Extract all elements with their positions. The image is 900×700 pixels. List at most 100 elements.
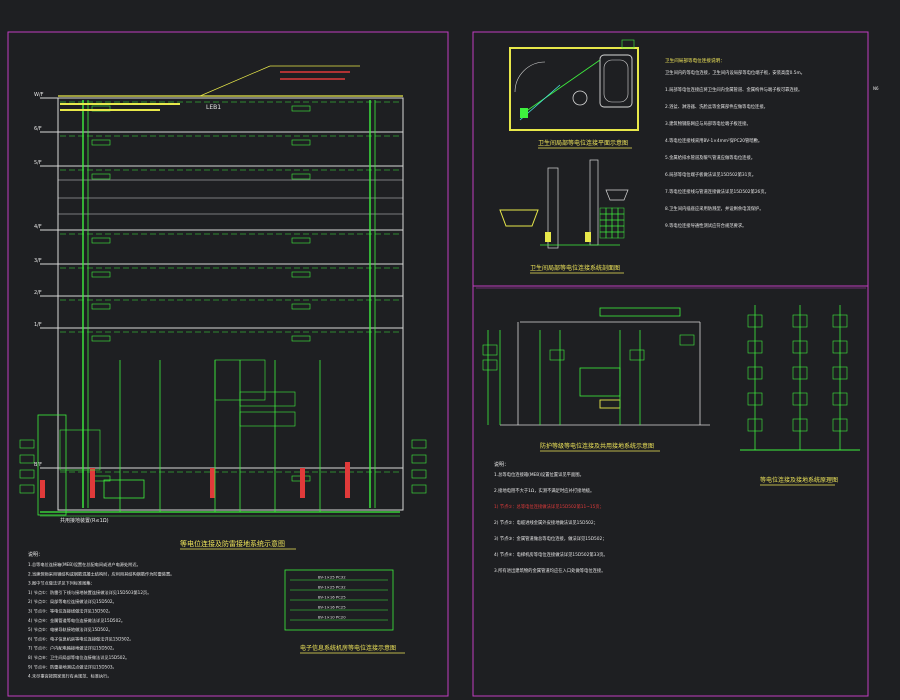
- right-top-note-line: 4.等电位连接线采用BV-1×4mm²穿PC20管暗敷。: [665, 137, 762, 144]
- prot-node: [482, 344, 498, 356]
- floor-tag-left: [91, 335, 111, 342]
- schematic-node: [747, 392, 763, 406]
- tile-grid: [599, 207, 625, 239]
- schematic-node: [792, 366, 808, 380]
- right-top-note-line: 2.浴盆、淋浴器、洗脸盆等金属部件应做等电位连接。: [665, 103, 768, 110]
- right-bottom-note-line: 1) 节点①：总等电位连接做法详见15D502第11~15页；: [494, 503, 604, 510]
- right-bottom-note-line: 1.总等电位连接箱(MEB)设置位置详见平面图。: [494, 471, 584, 478]
- prot-yellow-box: [599, 399, 621, 409]
- floor-label: W/F: [34, 92, 44, 98]
- tile: [599, 213, 607, 221]
- red-bar-1: [90, 468, 95, 498]
- plan-meb: [520, 108, 528, 118]
- left-note-line: 3.图中节点做法详见下列标准图集：: [28, 580, 95, 587]
- schematic-node: [832, 392, 848, 406]
- left-system-diagram: W/F6/F5/F4/F3/F2/F1/FB/F LEB1 共用接地装置(R≤1…: [19, 65, 427, 550]
- right-top-note-line: 卫生间内的等电位连接，卫生间内设局部等电位端子板，安装高度0.5m。: [665, 69, 805, 76]
- section-caption: 卫生间局部等电位连接系统剖面图: [530, 264, 620, 272]
- schematic-node: [832, 314, 848, 328]
- right-top-note-line: 5.金属给排水管道及暖气管道应做等电位连接。: [665, 154, 755, 161]
- left-note-line: 7) 节点⑦：户内配电箱接地做法详见15D502。: [28, 645, 117, 652]
- tile: [611, 225, 619, 233]
- floor-tag-left: [91, 139, 111, 146]
- mid-panel-caption: 电子信息系统机房等电位连接示意图: [300, 644, 396, 652]
- left-note-line: 2.当建筑物采用钢结构或钢筋混凝土结构时，应利用其结构钢筋作为防雷装置。: [28, 570, 174, 577]
- plan-caption: 卫生间局部等电位连接平面示意图: [538, 139, 628, 147]
- floor-tag-right: [291, 237, 311, 244]
- tile: [599, 225, 607, 233]
- basin: [499, 209, 539, 227]
- left-note-line: 3) 节点③：等电位连接线做法详见15D502。: [28, 608, 113, 615]
- tile: [605, 225, 613, 233]
- right-top-note-line: 6.局部等电位端子板做法详见15D502第31页。: [665, 171, 756, 178]
- left-note-line: 2) 节点②：局部等电位连接做法详见15D502。: [28, 598, 117, 605]
- bathroom-plan: 卫生间局部等电位连接平面示意图: [509, 39, 639, 149]
- main-caption: 等电位连接及防雷接地系统示意图: [180, 539, 285, 548]
- schematic-node: [792, 340, 808, 354]
- node-tag: [19, 454, 35, 464]
- schematic-node: [792, 392, 808, 406]
- sink-right: [605, 189, 629, 201]
- right-top-note-line: 9.等电位连接导通性测试应符合规范要求。: [665, 222, 746, 229]
- red-bar-2: [210, 468, 215, 498]
- node-tag: [411, 484, 427, 494]
- basement-panel: [239, 411, 296, 427]
- prot-node: [549, 349, 565, 361]
- bathroom-walls: [509, 47, 639, 131]
- right-bottom-note-line: 2) 节点②：电缆进线金属外皮接地做法详见15D502；: [494, 519, 598, 526]
- schematic-node: [747, 366, 763, 380]
- prot-node: [679, 334, 695, 346]
- left-note-line: 1.总等电位连接箱(MEB)设置在总配电间或进户电源处附近。: [28, 561, 141, 568]
- floor-tag-right: [291, 173, 311, 180]
- mid-panel-label: BV-1×25 PC32: [318, 585, 346, 590]
- prot-center-box: [579, 367, 621, 397]
- tile: [605, 219, 613, 227]
- right-bottom-note-line: 4) 节点④：电梯机房等电位连接做法详见15D502第33页。: [494, 551, 608, 558]
- right-bottom-notes-title: 说明：: [494, 461, 509, 468]
- floor-tag-left: [91, 303, 111, 310]
- floor-label: 4/F: [34, 224, 42, 230]
- schematic-node: [832, 340, 848, 354]
- tile: [605, 207, 613, 215]
- node-tag: [411, 439, 427, 449]
- door-swing: [514, 61, 546, 93]
- tile: [611, 231, 619, 239]
- right-bottom-notes: 说明： 1.总等电位连接箱(MEB)设置位置详见平面图。2.接地电阻不大于1Ω，…: [494, 461, 608, 574]
- protection-diagram: 防护等级等电位连接及共用接地系统示意图: [482, 307, 710, 452]
- right-sheet-frame: [472, 31, 869, 697]
- basement-panel: [239, 391, 296, 407]
- floor-tag-left: [91, 237, 111, 244]
- section-meb-1: [545, 232, 551, 242]
- right-bottom-notes-lines: 1.总等电位连接箱(MEB)设置位置详见平面图。2.接地电阻不大于1Ω，实测不满…: [494, 471, 608, 574]
- tile: [599, 231, 607, 239]
- tile: [605, 213, 613, 221]
- floor-label: 1/F: [34, 322, 42, 328]
- right-top-notes-title: 卫生间局部等电位连接说明：: [665, 57, 725, 64]
- tile: [605, 231, 613, 239]
- floor-tag-right: [291, 105, 311, 112]
- mid-panel-frame: [284, 569, 394, 631]
- floor-tag-left: [91, 271, 111, 278]
- schematic-node: [792, 314, 808, 328]
- left-notes: 说明： 1.总等电位连接箱(MEB)设置在总配电间或进户电源处附近。2.当建筑物…: [28, 551, 174, 680]
- node-tag: [19, 469, 35, 479]
- section-wall-left: [547, 167, 559, 249]
- bathroom-section: 卫生间局部等电位连接系统剖面图: [499, 159, 629, 274]
- schematic-node: [747, 418, 763, 432]
- left-notes-lines: 1.总等电位连接箱(MEB)设置在总配电间或进户电源处附近。 2.当建筑物采用钢结…: [28, 561, 174, 680]
- right-top-note-line: 8.卫生间内插座应采用防溅型，并设剩余电流保护。: [665, 205, 764, 212]
- schematic-node: [832, 418, 848, 432]
- node-tag: [411, 454, 427, 464]
- basement-panel: [59, 429, 101, 471]
- floor-lines: W/F6/F5/F4/F3/F2/F1/FB/F: [34, 92, 403, 482]
- riser-label: LEB1: [206, 104, 221, 111]
- prot-top-band: [599, 307, 681, 317]
- schematic-stacks: [747, 305, 848, 450]
- floor-label: 6/F: [34, 126, 42, 132]
- tile: [617, 207, 625, 215]
- tile: [617, 213, 625, 221]
- prot-node: [482, 359, 498, 371]
- right-top-note-line: 3.建筑物钢筋网应与局部等电位端子板连接。: [665, 120, 751, 127]
- ground-caption: 共用接地装置(R≤1Ω): [60, 517, 109, 524]
